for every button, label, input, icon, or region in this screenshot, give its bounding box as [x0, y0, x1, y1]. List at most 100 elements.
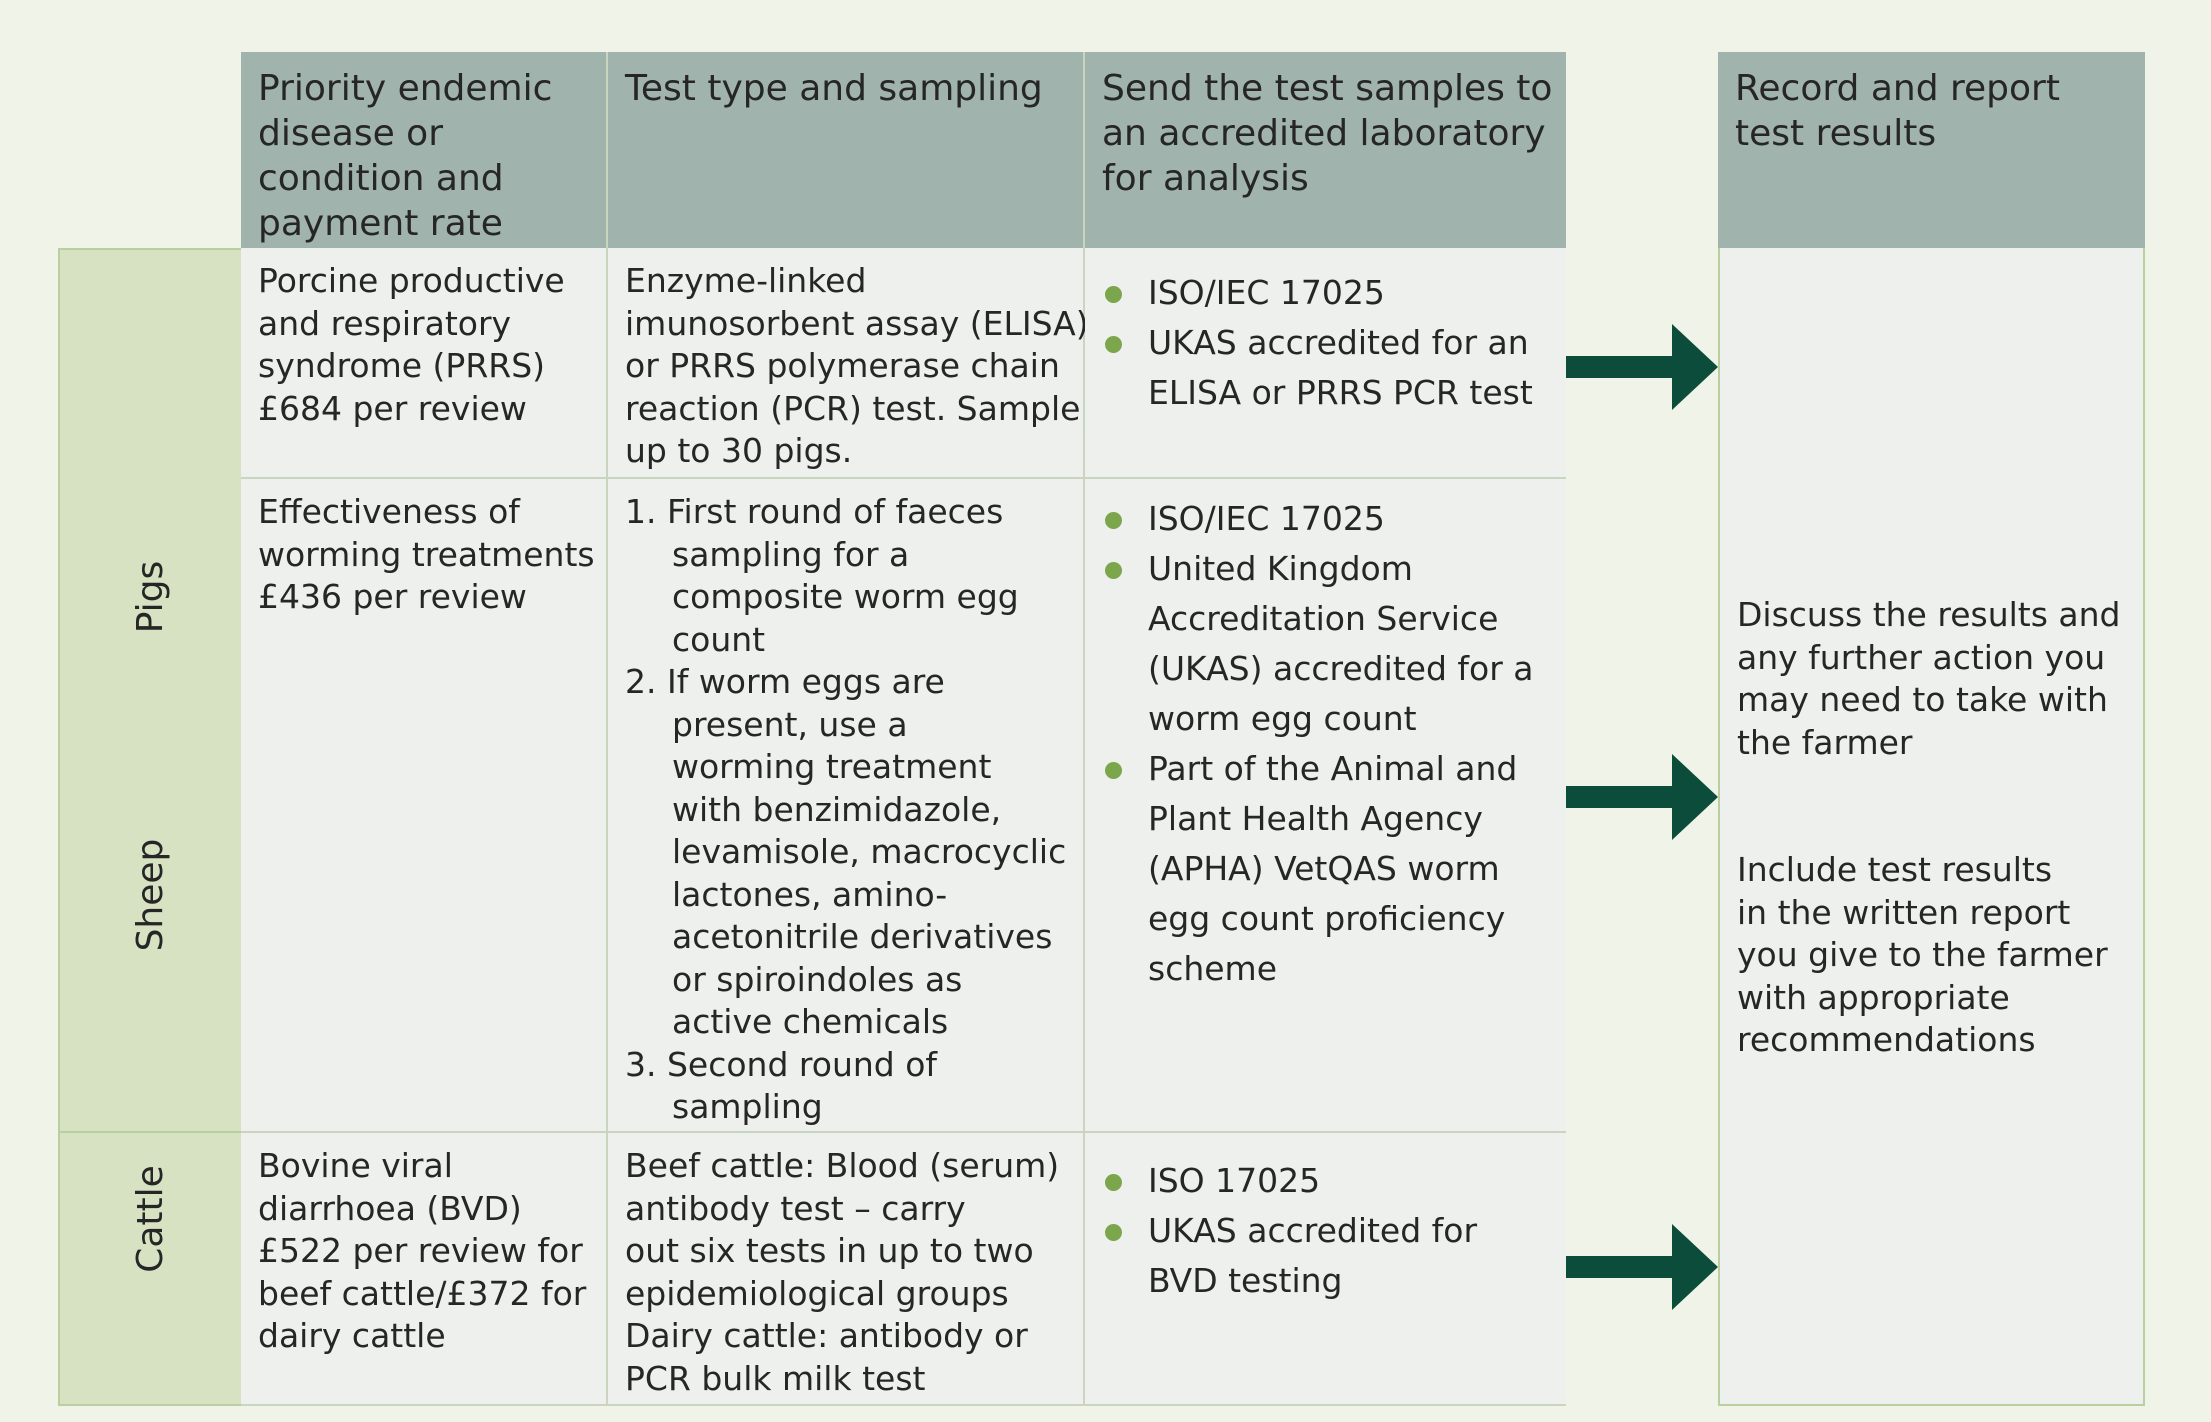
text-line: any further action you	[1737, 637, 2106, 677]
lab-list: ISO/IEC 17025 UKAS accredited for an ELI…	[1102, 268, 1550, 418]
text-line: Dairy cattle: antibody or	[625, 1316, 1028, 1355]
step-item: 3. Second round of sampling	[625, 1044, 1067, 1129]
header-line: condition and	[258, 158, 504, 199]
text-line: United Kingdom	[1148, 549, 1413, 588]
animal-label-cattle: Cattle	[129, 1165, 171, 1273]
steps-list: 1. First round of faeces sampling for a …	[625, 491, 1067, 1129]
text-line: imunosorbent assay (ELISA)	[625, 303, 1089, 343]
lab-list-item: ISO/IEC 17025	[1102, 268, 1550, 318]
header-line: disease or	[258, 113, 443, 154]
text-line: levamisole, macrocyclic	[672, 832, 1067, 871]
text-line: sampling for a	[672, 534, 910, 574]
text-line: ISO/IEC 17025	[1148, 273, 1385, 312]
header-line: Record and report	[1735, 68, 2060, 109]
cell-prrs-test: Enzyme-linked imunosorbent assay (ELISA)…	[608, 248, 1089, 479]
animal-label-sheep: Sheep	[129, 838, 171, 952]
text-line: worming treatments	[258, 534, 595, 574]
record-discuss-text: Discuss the results and any further acti…	[1720, 594, 2120, 764]
record-include-text: Include test results in the written repo…	[1720, 849, 2108, 1062]
arrow-right-icon	[1566, 324, 1718, 410]
text-line: Part of the Animal and	[1148, 749, 1518, 788]
text-line: antibody test – carry	[625, 1188, 966, 1228]
text-line: ISO/IEC 17025	[1148, 499, 1385, 538]
text-line: sampling	[672, 1087, 823, 1126]
text-line: reaction (PCR) test. Sample	[625, 388, 1081, 428]
text-line: acetonitrile derivatives	[672, 917, 1053, 956]
lab-list: ISO 17025 UKAS accredited for BVD testin…	[1102, 1156, 1550, 1306]
text-line: Plant Health Agency	[1148, 799, 1483, 838]
text-line: (APHA) VetQAS worm	[1148, 849, 1500, 888]
header-line: test results	[1735, 113, 1937, 154]
lab-list-item: United Kingdom Accreditation Service (UK…	[1102, 544, 1550, 744]
arrow-right-icon	[1566, 1224, 1718, 1310]
text-line: egg count proficiency	[1148, 899, 1506, 938]
arrow-right-icon	[1566, 754, 1718, 840]
text-line: BVD testing	[1148, 1261, 1343, 1300]
text-line: worming treatment	[672, 747, 992, 786]
header-line: payment rate	[258, 203, 503, 244]
text-line: UKAS accredited for	[1148, 1211, 1478, 1250]
text-line: you give to the farmer	[1737, 935, 2108, 974]
text-line: Bovine viral	[258, 1146, 453, 1185]
cell-bvd-disease: Bovine viral diarrhoea (BVD) £522 per re…	[241, 1133, 608, 1406]
lab-list-item: ISO 17025	[1102, 1156, 1550, 1206]
text-line: ISO 17025	[1148, 1161, 1321, 1200]
text-line: count	[672, 619, 766, 659]
cell-bvd-lab: ISO 17025 UKAS accredited for BVD testin…	[1085, 1133, 1566, 1406]
text-line: (UKAS) accredited for a	[1148, 649, 1534, 688]
animal-label-pigs: Pigs	[129, 560, 171, 634]
cell-prrs-lab: ISO/IEC 17025 UKAS accredited for an ELI…	[1085, 248, 1566, 479]
text-line: UKAS accredited for an	[1148, 323, 1529, 362]
text-line: composite worm egg	[672, 577, 1019, 616]
text-line: 2. If worm eggs are	[625, 662, 945, 701]
lab-list-item: UKAS accredited for BVD testing	[1102, 1206, 1550, 1306]
header-line: an accredited laboratory	[1102, 113, 1546, 154]
record-column: Discuss the results and any further acti…	[1718, 248, 2145, 1406]
text-line: beef cattle/£372 for	[258, 1273, 587, 1313]
cell-worming-lab: ISO/IEC 17025 United Kingdom Accreditati…	[1085, 479, 1566, 1133]
text-line: dairy cattle	[258, 1316, 446, 1355]
text-line: diarrhoea (BVD)	[258, 1188, 522, 1228]
text-line: £522 per review for	[258, 1231, 583, 1270]
text-line: worm egg count	[1148, 699, 1417, 738]
lab-list: ISO/IEC 17025 United Kingdom Accreditati…	[1102, 494, 1550, 994]
text-line: lactones, amino-	[672, 874, 948, 914]
text-line: with appropriate	[1737, 977, 2010, 1017]
text-line: ELISA or PRRS PCR test	[1148, 373, 1533, 412]
lab-list-item: Part of the Animal and Plant Health Agen…	[1102, 744, 1550, 994]
text-line: Effectiveness of	[258, 492, 520, 531]
text-line: 3. Second round of	[625, 1044, 938, 1084]
text-line: Accreditation Service	[1148, 599, 1499, 638]
text-line: recommendations	[1737, 1020, 2036, 1059]
text-line: PCR bulk milk test	[625, 1358, 926, 1398]
text-line: Include test results	[1737, 850, 2053, 889]
header-line: Send the test samples to	[1102, 68, 1553, 109]
text-line: Beef cattle: Blood (serum)	[625, 1146, 1060, 1185]
text-line: £684 per review	[258, 388, 527, 428]
text-line: Enzyme-linked	[625, 261, 867, 300]
animal-column-cattle: Cattle	[58, 1133, 241, 1406]
text-line: or PRRS polymerase chain	[625, 346, 1060, 385]
text-line: may need to take with	[1737, 680, 2108, 719]
text-line: Porcine productive	[258, 261, 565, 300]
cell-bvd-test: Beef cattle: Blood (serum) antibody test…	[608, 1133, 1085, 1406]
step-item: 2. If worm eggs are present, use a wormi…	[625, 661, 1067, 1044]
text-line: £436 per review	[258, 577, 527, 616]
text-line: with benzimidazole,	[672, 789, 1002, 829]
text-line: out six tests in up to two	[625, 1231, 1034, 1270]
text-line: present, use a	[672, 704, 908, 744]
header-disease: Priority endemic disease or condition an…	[241, 52, 608, 248]
text-line: epidemiological groups	[625, 1273, 1009, 1313]
lab-list-item: ISO/IEC 17025	[1102, 494, 1550, 544]
text-line: active chemicals	[672, 1002, 949, 1041]
header-send: Send the test samples to an accredited l…	[1085, 52, 1566, 248]
text-line: Discuss the results and	[1737, 595, 2121, 634]
text-line: scheme	[1148, 949, 1278, 988]
text-line: in the written report	[1737, 892, 2071, 932]
header-line: for analysis	[1102, 158, 1309, 199]
step-item: 1. First round of faeces sampling for a …	[625, 491, 1067, 661]
text-line: syndrome (PRRS)	[258, 346, 546, 385]
cell-worming-test: 1. First round of faeces sampling for a …	[608, 479, 1085, 1133]
text-line: or spiroindoles as	[672, 959, 963, 999]
header-record: Record and report test results	[1718, 52, 2145, 248]
